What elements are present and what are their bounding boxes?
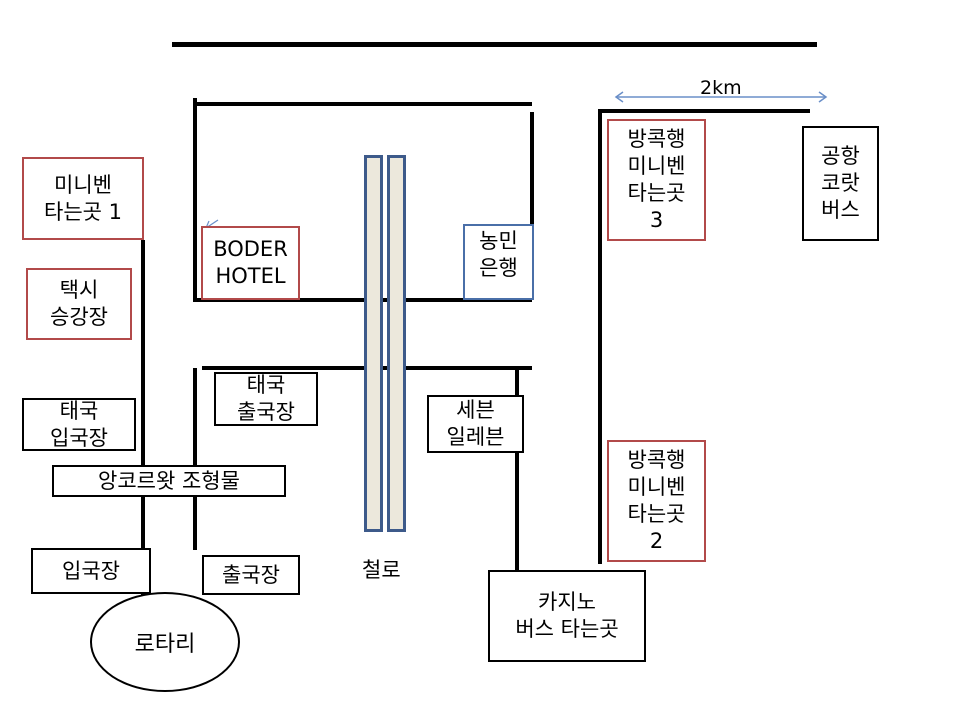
casino-bus-stop[interactable]: 카지노 버스 타는곳 (488, 570, 646, 662)
bangkok-minivan-stop-3[interactable]: 방콕행 미니벤 타는곳 3 (607, 119, 706, 241)
railway-label: 철로 (362, 558, 401, 582)
scale-label: 2km (700, 77, 742, 99)
road-hotel-block-bottom (195, 298, 532, 302)
departure[interactable]: 출국장 (202, 555, 300, 595)
scale-arrow (614, 91, 828, 103)
road-left-vertical (141, 240, 145, 550)
nonghyup-bank[interactable]: 농민 은행 (463, 224, 534, 300)
minivan-stop-1[interactable]: 미니벤 타는곳 1 (22, 157, 144, 240)
railway-track-left (364, 155, 383, 532)
boder-hotel[interactable]: BODER HOTEL (201, 226, 300, 300)
road-hotel-block-top (195, 102, 532, 106)
road-hotel-block-right (530, 112, 534, 230)
road-hotel-block-left (193, 98, 197, 302)
road-right-horizontal (598, 109, 810, 113)
seven-eleven[interactable]: 세븐 일레븐 (427, 395, 524, 453)
bangkok-minivan-stop-2[interactable]: 방콕행 미니벤 타는곳 2 (607, 440, 706, 562)
road-top (172, 42, 817, 47)
airport-korat-bus[interactable]: 공항 코랏 버스 (802, 126, 879, 241)
road-departure-vertical (193, 368, 197, 550)
taxi-stand[interactable]: 택시 승강장 (26, 268, 132, 340)
road-right-vertical (598, 112, 602, 564)
thai-departure[interactable]: 태국 출국장 (214, 372, 318, 426)
thai-immigration-arrival[interactable]: 태국 입국장 (22, 398, 136, 451)
rotary[interactable]: 로타리 (90, 592, 240, 692)
railway-track-right (387, 155, 406, 532)
immigration-arrival[interactable]: 입국장 (31, 548, 151, 594)
angkor-wat-sculpture[interactable]: 앙코르왓 조형물 (52, 465, 286, 497)
road-casino-vertical (515, 368, 519, 570)
